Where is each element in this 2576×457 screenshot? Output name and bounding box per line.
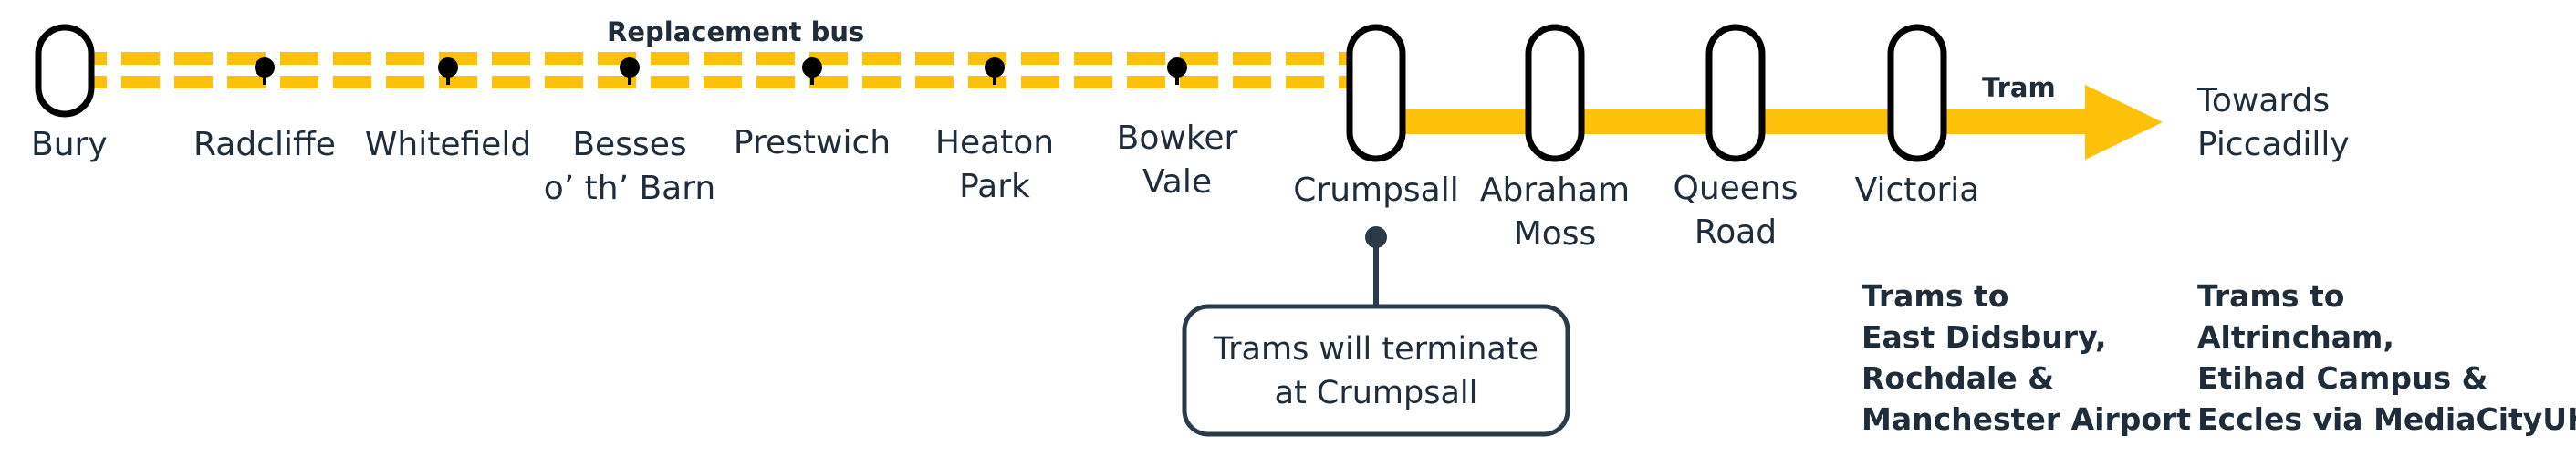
station-label-heaton-park-line1: Heaton (935, 124, 1054, 161)
piccadilly-notice-line3: Etihad Campus & (2197, 360, 2487, 396)
destination-label-line2: Piccadilly (2197, 126, 2350, 163)
station-label-bowker-vale-line2: Vale (1142, 163, 1212, 201)
piccadilly-notice-line1: Trams to (2197, 278, 2344, 314)
station-label-crumpsall: Crumpsall (1293, 171, 1459, 209)
bus-stop-pin-heaton-park (985, 57, 1005, 85)
direction-arrow (2085, 85, 2163, 160)
callout-text-line1: Trams will terminate (1213, 331, 1538, 368)
station-label-besses-line1: Besses (572, 126, 686, 163)
station-label-abraham-moss-line2: Moss (1514, 215, 1597, 253)
replacement-bus-label: Replacement bus (607, 16, 864, 47)
callout-connector (1373, 237, 1379, 306)
station-label-bury: Bury (31, 126, 108, 163)
bus-stop-pin-whitefield (438, 57, 458, 85)
termination-callout: Trams will terminate at Crumpsall (1182, 226, 1570, 437)
station-label-abraham-moss-line1: Abraham (1480, 171, 1630, 209)
station-marker-bury (35, 24, 95, 118)
callout-box (1182, 304, 1570, 437)
station-marker-victoria (1887, 24, 1947, 162)
station-label-queens-road-line1: Queens (1673, 170, 1798, 207)
station-label-victoria: Victoria (1855, 171, 1980, 209)
victoria-notice-line4: Manchester Airport (1862, 401, 2191, 437)
victoria-tram-notice: Trams to East Didsbury, Rochdale & Manch… (1862, 278, 2191, 437)
victoria-notice-line3: Rochdale & (1862, 360, 2054, 396)
station-labels: Bury Radcliffe Whitefield Besses o’ th’ … (31, 119, 1979, 253)
station-label-queens-road-line2: Road (1695, 213, 1777, 251)
destination-label-line1: Towards (2196, 82, 2330, 119)
station-marker-abraham-moss (1525, 24, 1585, 162)
callout-text-line2: at Crumpsall (1275, 375, 1478, 411)
piccadilly-notice-line4: Eccles via MediaCityUK (2197, 401, 2576, 437)
station-label-radcliffe: Radcliffe (193, 126, 336, 163)
station-label-heaton-park-line2: Park (959, 168, 1030, 205)
station-label-besses-line2: o’ th’ Barn (544, 170, 715, 207)
station-markers (35, 24, 1947, 162)
station-marker-crumpsall (1346, 24, 1406, 162)
station-label-whitefield: Whitefield (365, 126, 531, 163)
victoria-notice-line1: Trams to (1862, 278, 2008, 314)
bus-stop-pin-besses (620, 57, 640, 85)
bus-stops (255, 57, 1187, 85)
bus-stop-pin-bowker-vale (1167, 57, 1187, 85)
piccadilly-notice-line2: Altrincham, (2197, 319, 2394, 355)
tram-label: Tram (1982, 72, 2056, 103)
bus-stop-pin-prestwich (802, 57, 822, 85)
station-label-bowker-vale-line1: Bowker (1117, 119, 1238, 157)
piccadilly-tram-notice: Trams to Altrincham, Etihad Campus & Ecc… (2197, 278, 2576, 437)
bus-stop-pin-radcliffe (255, 57, 275, 85)
victoria-notice-line2: East Didsbury, (1862, 319, 2107, 355)
station-marker-queens-road (1705, 24, 1766, 162)
station-label-prestwich: Prestwich (734, 124, 891, 161)
replacement-bus-route (68, 52, 1369, 88)
